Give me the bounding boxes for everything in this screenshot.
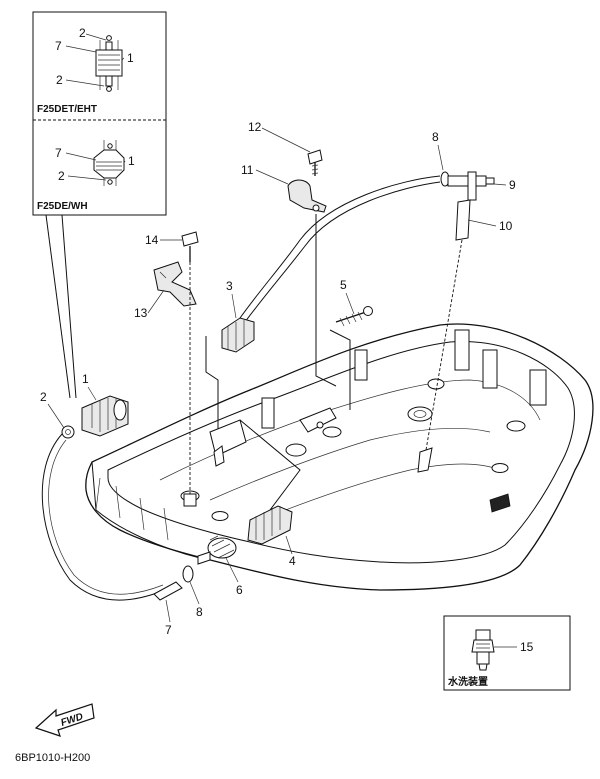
part-holder-11	[287, 179, 327, 320]
drawing-code: 6BP1010-H200	[15, 752, 90, 764]
inset-det-callout-7: 7	[55, 39, 62, 53]
model-inset: 7 2 2 1 F25DET/EHT 7 2 1 F25DE/WH	[32, 11, 167, 399]
inset-grommet-de	[93, 140, 125, 186]
callout-11: 11	[241, 163, 254, 177]
inset-de-model-label: F25DE/WH	[37, 201, 88, 212]
inset-det-callout-2b: 2	[56, 73, 63, 87]
callout-6: 6	[236, 583, 243, 597]
cowling-post	[261, 397, 275, 429]
inset-det-callout-1: 1	[127, 51, 134, 65]
part-bolt-14	[181, 231, 199, 507]
callout-5: 5	[340, 278, 347, 292]
inset-grommet-det	[95, 35, 123, 92]
part-bolt-12	[307, 149, 323, 176]
callout-14: 14	[145, 233, 159, 247]
cowling-post	[354, 349, 368, 381]
callout-9: 9	[509, 178, 516, 192]
cowling-post	[482, 349, 498, 389]
inset-de-callout-7: 7	[55, 146, 62, 160]
part-clamp-8-bottom	[182, 565, 194, 583]
callout-2: 2	[40, 390, 47, 404]
callout-7: 7	[165, 623, 172, 637]
cowling-post	[454, 329, 470, 371]
washer-inset: 15 水洗装置	[443, 615, 571, 691]
callout-8-bottom: 8	[196, 605, 203, 619]
inset-det-model-label: F25DET/EHT	[37, 104, 97, 115]
part-clip-2	[61, 425, 75, 439]
callout-13: 13	[134, 306, 148, 320]
inset-de-callout-1: 1	[128, 154, 135, 168]
part-joint-9	[447, 171, 495, 201]
callout-4: 4	[289, 554, 296, 568]
callout-8-top: 8	[432, 130, 439, 144]
callouts: 12 11 8 9 10 14 3 5 13 1 2 4 6 8 7	[40, 120, 516, 637]
part-screw-5	[335, 306, 373, 327]
bottom-cowling	[85, 323, 594, 591]
part-flush-fitting-15	[471, 629, 495, 671]
inset-det-callout-2a: 2	[79, 26, 86, 40]
water-hose	[41, 175, 441, 601]
part-bracket-13	[153, 261, 197, 307]
inset-de-callout-2: 2	[58, 169, 65, 183]
callout-1: 1	[82, 372, 89, 386]
part-grommet-4	[247, 505, 293, 545]
part-hose-10	[417, 199, 471, 473]
cowling-post	[529, 369, 547, 406]
part-outlet-6	[197, 535, 237, 565]
part-grommet-1	[81, 395, 129, 437]
callout-3: 3	[226, 279, 233, 293]
fwd-arrow-icon: FWD	[34, 703, 95, 737]
part-hose-7	[153, 581, 183, 601]
washer-caption: 水洗装置	[447, 675, 488, 688]
part-grommet-3	[221, 317, 255, 353]
callout-10: 10	[499, 219, 513, 233]
washer-callout-15: 15	[520, 640, 534, 654]
callout-12: 12	[248, 120, 262, 134]
